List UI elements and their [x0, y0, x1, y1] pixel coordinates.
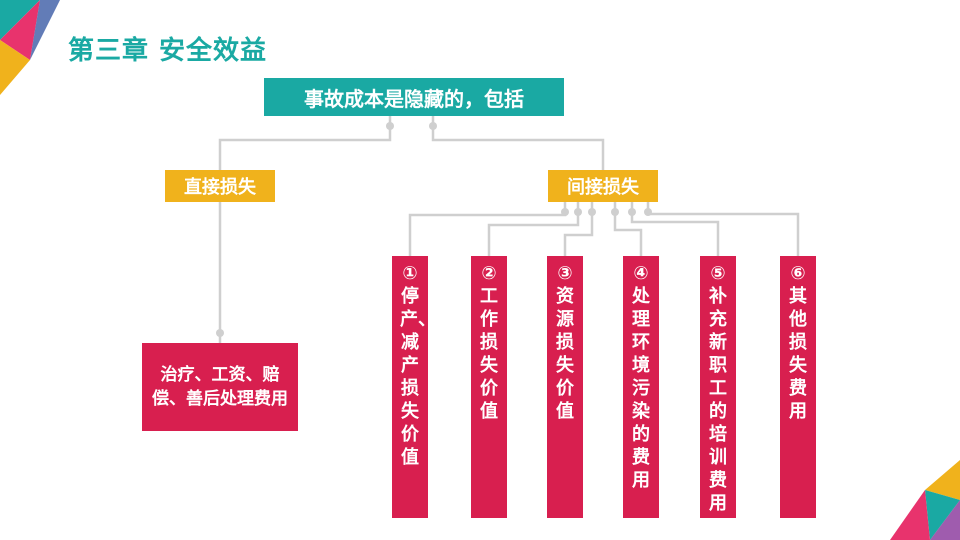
indirect-item-3: ③资源损失价值 [547, 256, 583, 518]
direct-loss-detail: 治疗、工资、赔偿、善后处理费用 [142, 343, 298, 431]
direct-loss-node: 直接损失 [165, 170, 275, 202]
page-title: 第三章 安全效益 [68, 36, 268, 66]
indirect-loss-node: 间接损失 [548, 170, 658, 202]
root-node: 事故成本是隐藏的，包括 [264, 78, 564, 116]
indirect-item-1: ①停产、减产损失价值 [392, 256, 436, 518]
indirect-item-2: ②工作损失价值 [471, 256, 507, 518]
corner-decoration-bottom-right [890, 460, 960, 540]
corner-decoration-top-left [0, 0, 60, 95]
indirect-item-6: ⑥其他损失费用 [780, 256, 816, 518]
indirect-item-5: ⑤补充新职工的培训费用 [700, 256, 736, 518]
indirect-item-4: ④处理环境污染的费用 [623, 256, 659, 518]
